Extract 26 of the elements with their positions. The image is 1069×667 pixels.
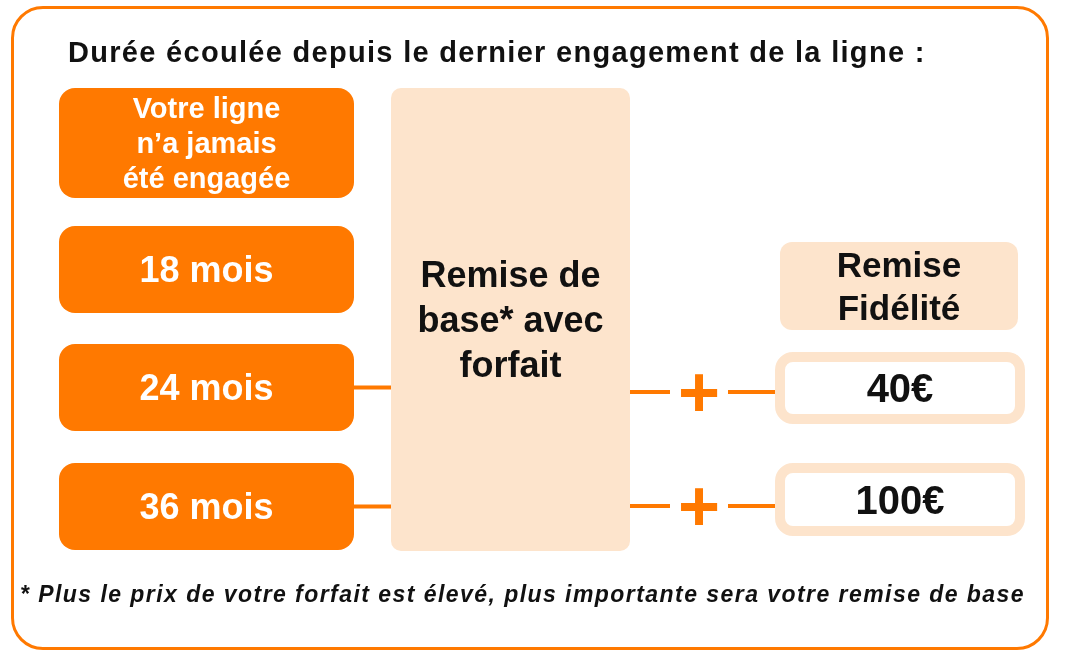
period-label: 24 mois xyxy=(139,366,274,409)
period-box xyxy=(59,88,354,198)
connector-line xyxy=(728,504,775,508)
period-label: Votre ligne n’a jamais été engagée xyxy=(121,90,292,196)
plus-sign: + xyxy=(670,481,728,531)
amount-label: 40€ xyxy=(866,365,934,411)
amount-box xyxy=(775,352,1025,424)
amount-label: 100€ xyxy=(855,476,945,523)
period-label: 18 mois xyxy=(139,248,274,291)
discount-box xyxy=(391,88,630,551)
header-label: Remise Fidélité xyxy=(835,244,963,329)
header-box xyxy=(780,242,1018,330)
period-box xyxy=(59,344,354,431)
plus-sign: + xyxy=(670,367,728,417)
amount-box xyxy=(775,463,1025,536)
connector-line xyxy=(354,385,391,390)
footnote: * Plus le prix de votre forfait est élevé, plus importante sera votre remise de base xyxy=(20,580,1026,609)
period-box xyxy=(59,463,354,550)
connector-line xyxy=(630,504,670,508)
heading: Durée écoulée depuis le dernier engagement de la ligne : xyxy=(68,35,926,70)
period-box xyxy=(59,226,354,313)
connector-line xyxy=(728,390,775,394)
period-label: 36 mois xyxy=(139,485,274,528)
connector-line xyxy=(630,390,670,394)
discount-label: Remise de base* avec forfait xyxy=(416,253,605,387)
connector-line xyxy=(354,504,391,509)
